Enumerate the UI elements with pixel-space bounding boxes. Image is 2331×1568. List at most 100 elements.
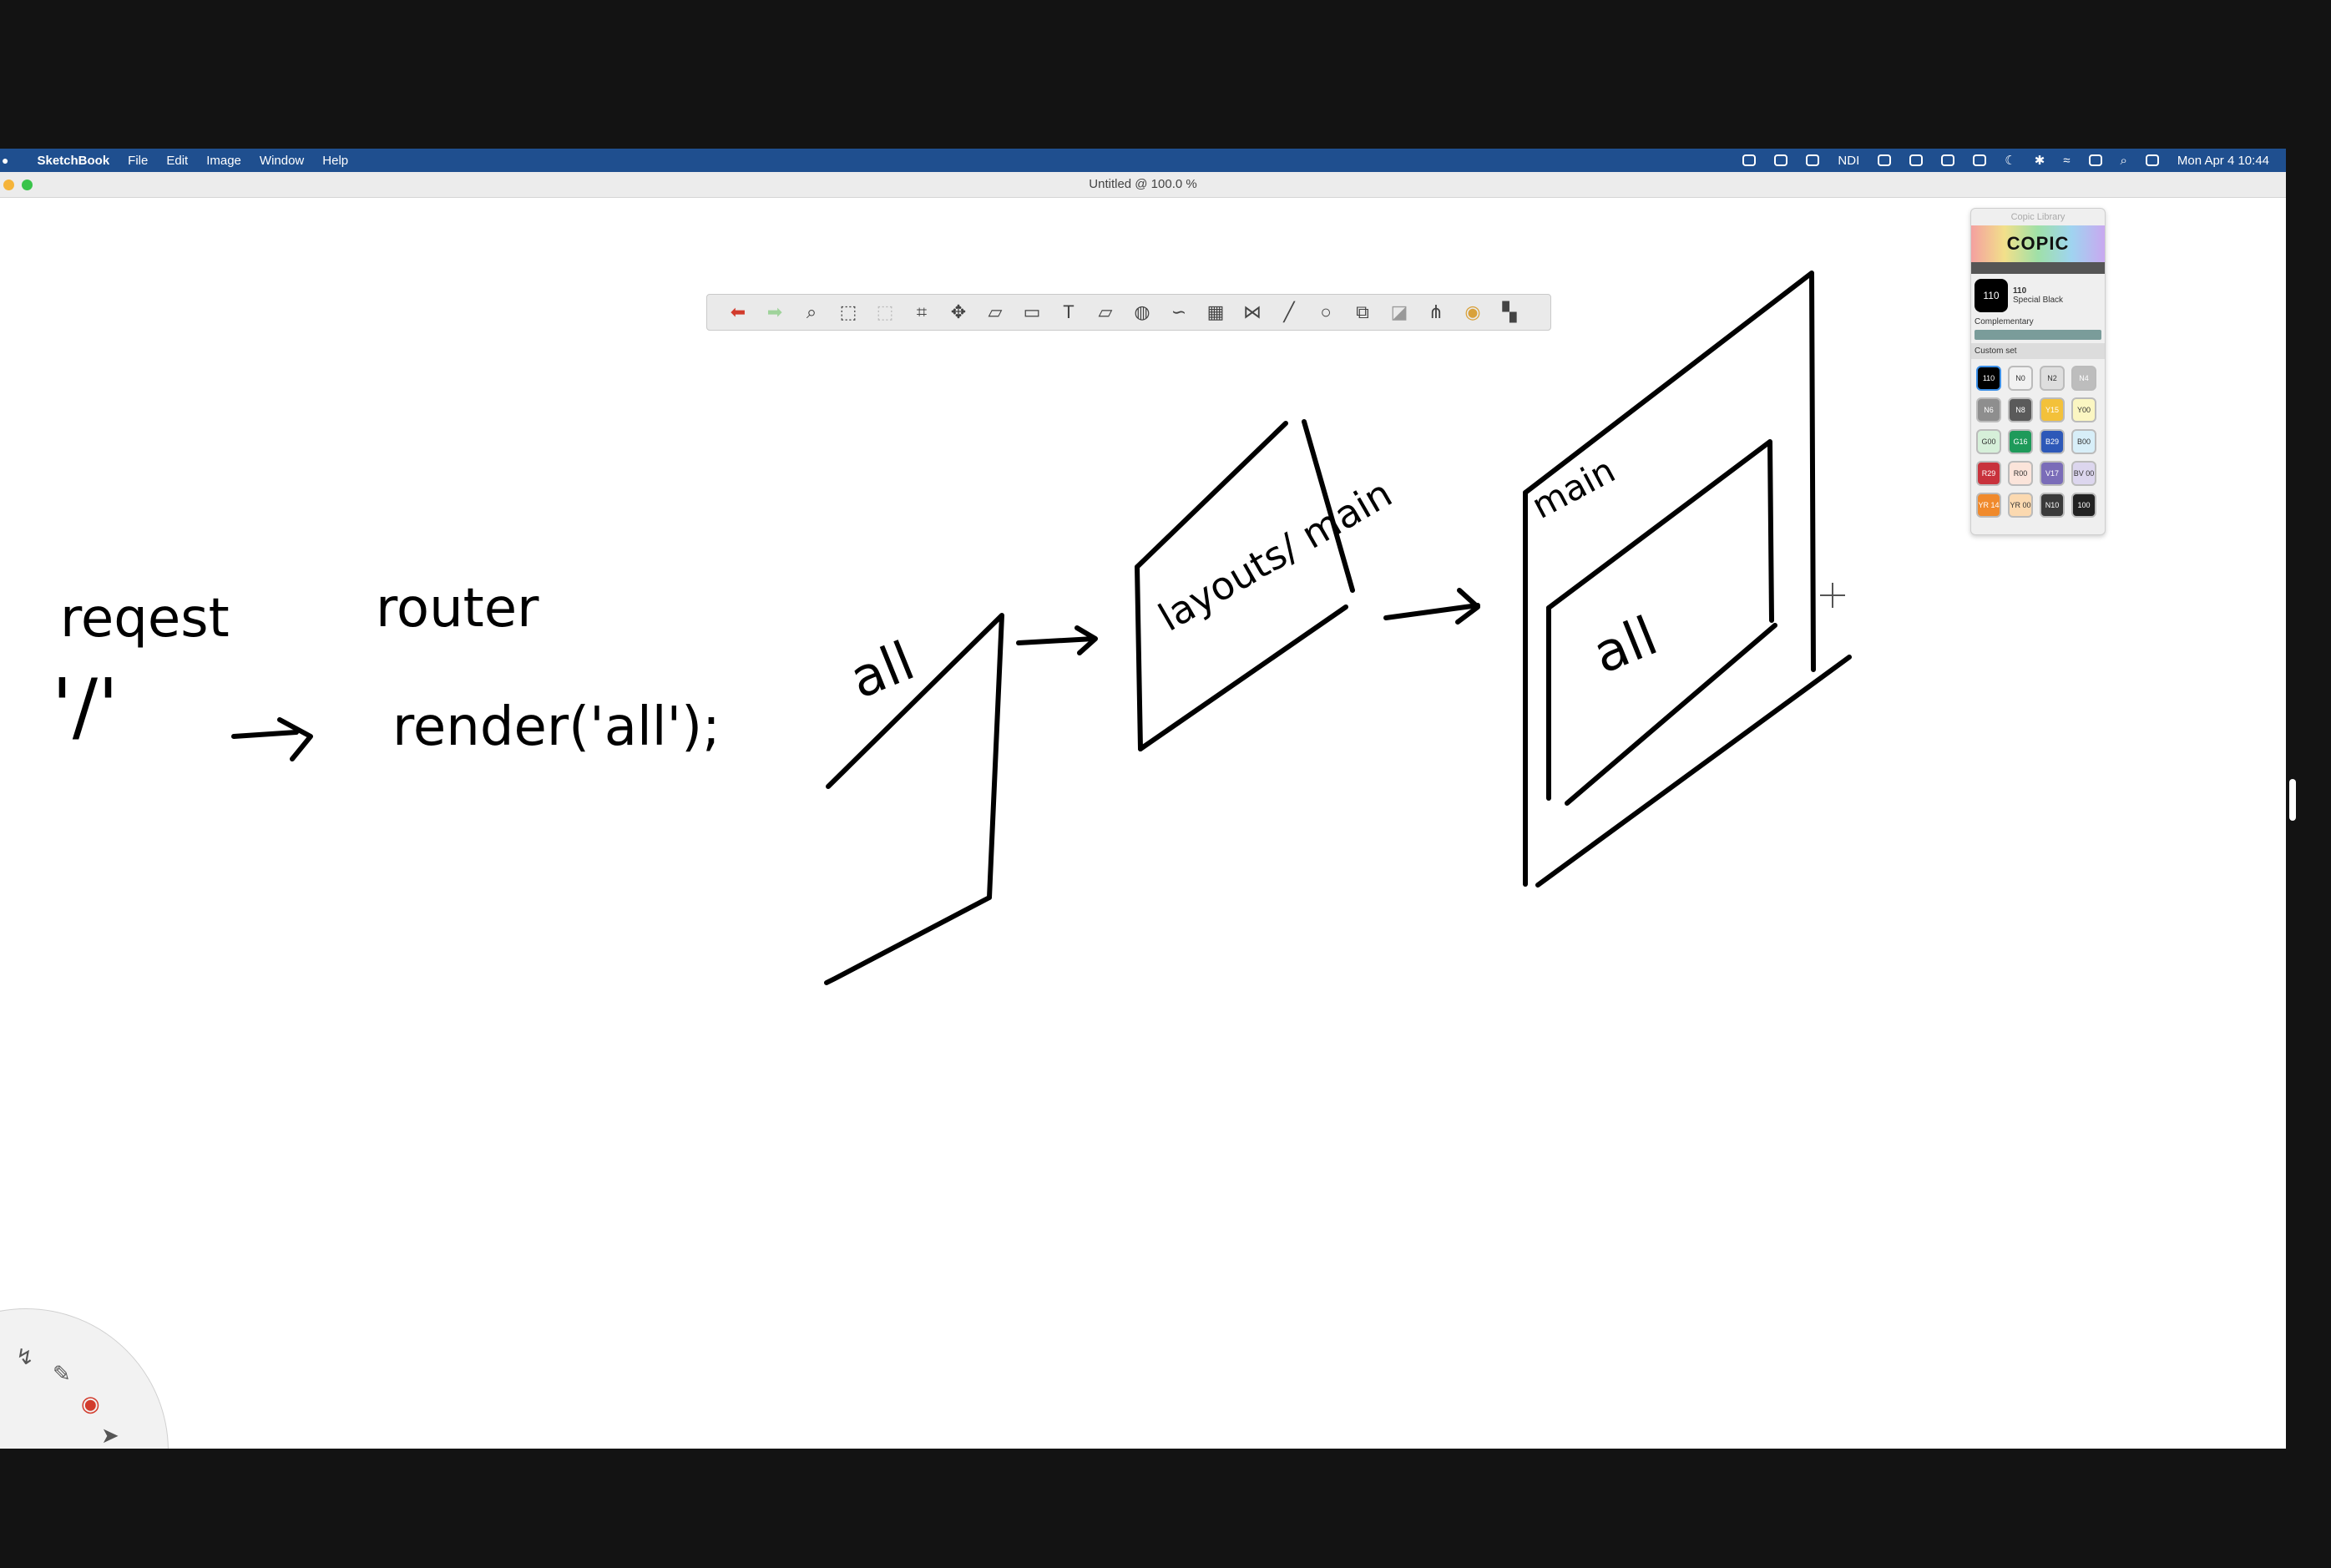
french-curve-icon[interactable]: ∽	[1171, 301, 1187, 322]
window-titlebar: Untitled @ 100.0 %	[0, 172, 2286, 198]
status-control-center-icon[interactable]	[2145, 154, 2159, 166]
status-vpn-icon[interactable]	[1973, 154, 1987, 166]
sketch-text-render-call: render('all');	[392, 696, 721, 758]
copic-chip-n6[interactable]: N6	[1976, 397, 2001, 422]
current-color-name: Special Black	[2013, 296, 2064, 305]
custom-set-label[interactable]: Custom set	[1971, 343, 2105, 359]
copic-chip-110[interactable]: 110	[1976, 366, 2001, 391]
sketch-text-all-2: all	[1585, 605, 1666, 686]
current-color-swatch[interactable]: 110	[1975, 279, 2008, 312]
undo-icon[interactable]: ⬅	[730, 301, 746, 322]
copic-spectrum-strip[interactable]	[1971, 262, 2105, 274]
status-globe-icon[interactable]	[1742, 154, 1757, 166]
status-bluetooth-icon[interactable]: ✱	[2034, 154, 2045, 168]
ruler-icon[interactable]: ▱	[1098, 301, 1113, 322]
sketch-text-router: router	[376, 578, 539, 640]
frame-layouts-right	[1302, 419, 1355, 593]
current-color: 110 110 Special Black	[1971, 274, 2105, 317]
menu-app-name[interactable]: SketchBook	[37, 153, 110, 168]
menu-file[interactable]: File	[128, 153, 149, 168]
distort-icon[interactable]: ▱	[988, 301, 1003, 322]
copic-chip-y00[interactable]: Y00	[2071, 397, 2096, 422]
pencil-icon[interactable]: ✎	[53, 1361, 71, 1386]
status-clock[interactable]: Mon Apr 4 10:44	[2177, 153, 2269, 168]
status-bell-icon[interactable]	[1878, 154, 1892, 166]
main-toolbar: ⬅ ➡ ⌕ ⬚ ⬚ ⌗ ✥ ▱ ▭ T ▱ ◍ ∽ ▦ ⋈ ╱ ○ ⧉ ◪ ⋔ ◉ ▚	[706, 294, 1551, 331]
menu-edit[interactable]: Edit	[166, 153, 189, 168]
menu-image[interactable]: Image	[206, 153, 241, 168]
menu-window[interactable]: Window	[259, 153, 305, 168]
status-shield-icon[interactable]	[1941, 154, 1955, 166]
symmetry-icon[interactable]: ⋈	[1243, 301, 1262, 322]
menu-bar: ● SketchBook File Edit Image Window Help…	[0, 149, 2286, 172]
copic-chip-yr14[interactable]: YR 14	[1976, 493, 2001, 518]
frame-layouts-bottom	[1138, 604, 1348, 751]
color-puck-icon[interactable]: ◉	[81, 1391, 100, 1416]
transform-icon[interactable]: ✥	[950, 301, 967, 322]
copic-chip-n8[interactable]: N8	[2008, 397, 2033, 422]
layer-icon[interactable]: ▭	[1023, 301, 1041, 322]
lagoon-radial-menu: ↯ ✎ ◉ ➤ ⬅ ➡ ▦	[0, 1308, 169, 1449]
circle-icon[interactable]: ○	[1320, 301, 1332, 322]
copic-chip-r00[interactable]: R00	[2008, 461, 2033, 486]
zoom-icon[interactable]: ⌕	[806, 301, 817, 322]
status-wifi-icon[interactable]: ≈	[2063, 153, 2071, 168]
arrow-1-head	[1074, 625, 1098, 655]
menu-help[interactable]: Help	[322, 153, 349, 168]
status-ndi[interactable]: NDI	[1838, 153, 1860, 168]
color-wheel-icon[interactable]: ◉	[1464, 301, 1481, 322]
apple-icon[interactable]: ●	[2, 154, 9, 167]
fill-icon[interactable]: ◪	[1390, 301, 1408, 322]
copic-chip-n4[interactable]: N4	[2071, 366, 2096, 391]
select-arrow-icon[interactable]: ➤	[101, 1423, 119, 1448]
sketch-text-request: reqest	[60, 588, 230, 650]
sketch-drawing: reqest router '/' render('all'); all lay…	[52, 271, 1852, 985]
copic-chip-r29[interactable]: R29	[1976, 461, 2001, 486]
status-cloud-icon[interactable]	[1774, 154, 1788, 166]
redo-icon[interactable]: ➡	[766, 301, 783, 322]
lasso-select-icon[interactable]: ⬚	[876, 301, 894, 322]
text-icon[interactable]: T	[1063, 301, 1074, 322]
frame-all-inner-bottom	[1565, 623, 1777, 806]
frame-all-inner-top	[1546, 439, 1774, 623]
shape-icon[interactable]: ⧉	[1356, 301, 1369, 322]
copic-chip-yr00[interactable]: YR 00	[2008, 493, 2033, 518]
crosshair-cursor	[1820, 583, 1845, 608]
copic-library-panel: Copic Library COPIC 110 110 Special Blac…	[1970, 208, 2106, 535]
copic-header: Copic Library	[2010, 212, 2066, 222]
status-user-icon[interactable]	[2088, 154, 2102, 166]
copic-chip-n10[interactable]: N10	[2040, 493, 2065, 518]
crop-icon[interactable]: ⌗	[916, 301, 928, 322]
brush-icon[interactable]: ↯	[16, 1344, 34, 1369]
complementary-swatch[interactable]	[1975, 330, 2101, 340]
copic-chip-g16[interactable]: G16	[2008, 429, 2033, 454]
copic-chip-v17[interactable]: V17	[2040, 461, 2065, 486]
select-icon[interactable]: ⬚	[839, 301, 857, 322]
status-grid-icon[interactable]	[1806, 154, 1820, 166]
arrow-0-head	[277, 717, 313, 761]
copic-chip-b00[interactable]: B00	[2071, 429, 2096, 454]
copic-chip-100[interactable]: 100	[2071, 493, 2096, 518]
complementary-label[interactable]: Complementary	[1975, 317, 2034, 326]
line-icon[interactable]: ╱	[1283, 301, 1295, 322]
scrollbar-thumb[interactable]	[2289, 779, 2296, 821]
layer-editor-icon[interactable]: ▚	[1502, 301, 1517, 322]
copic-chip-n2[interactable]: N2	[2040, 366, 2065, 391]
copic-chip-bv00[interactable]: BV 00	[2071, 461, 2096, 486]
perspective-icon[interactable]: ▦	[1206, 301, 1225, 322]
drawing-canvas[interactable]: reqest router '/' render('all'); all lay…	[0, 198, 2286, 1449]
ellipse-guide-icon[interactable]: ◍	[1134, 301, 1150, 322]
minimize-button[interactable]	[3, 180, 14, 190]
copic-chip-g00[interactable]: G00	[1976, 429, 2001, 454]
copic-chip-n0[interactable]: N0	[2008, 366, 2033, 391]
copic-chip-b29[interactable]: B29	[2040, 429, 2065, 454]
status-moon-icon[interactable]: ☾	[2005, 154, 2016, 168]
copic-chip-y15[interactable]: Y15	[2040, 397, 2065, 422]
brush-library-icon[interactable]: ⋔	[1428, 301, 1444, 322]
frame-main-outer-top	[1523, 271, 1816, 672]
sketch-text-slash: '/'	[52, 663, 119, 751]
status-display-icon[interactable]	[1909, 154, 1924, 166]
status-search-icon[interactable]: ⌕	[2120, 153, 2127, 168]
zoom-button[interactable]	[22, 180, 33, 190]
